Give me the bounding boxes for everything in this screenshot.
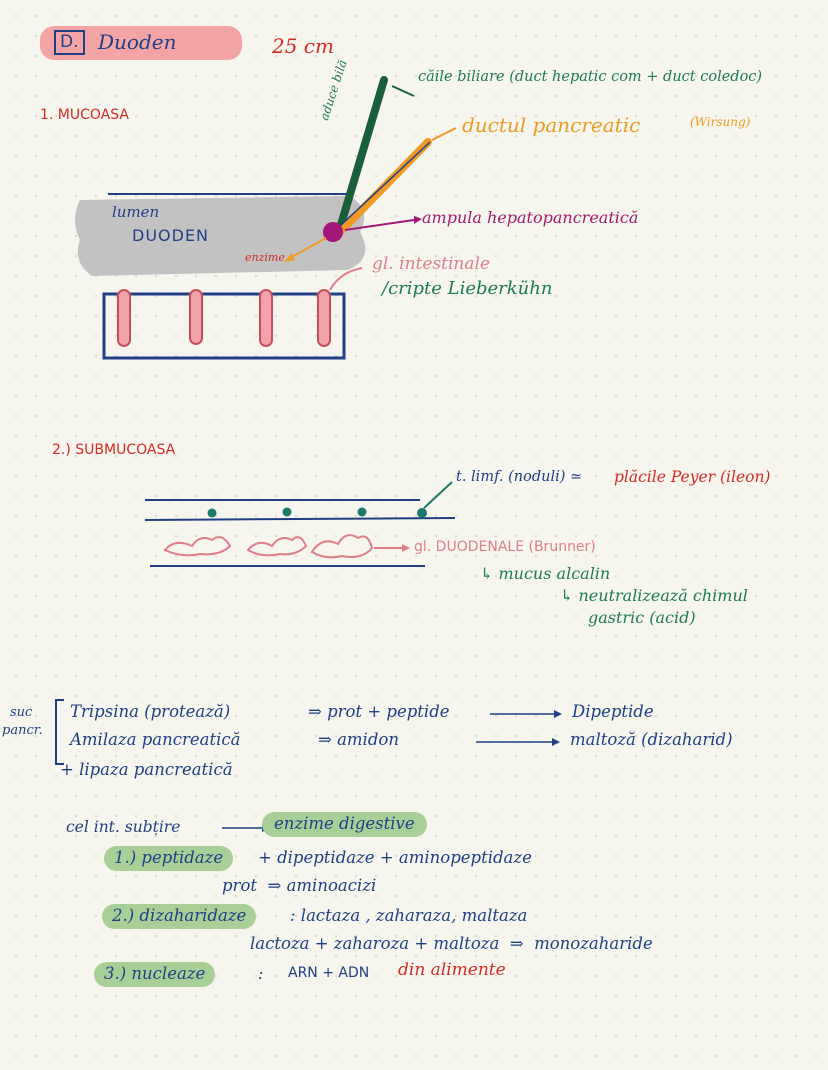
row-1-product: Dipeptide: [572, 702, 654, 721]
ampulla: [323, 222, 343, 242]
pancreatic-duct-pointer: [431, 127, 457, 141]
peptidaze-label: 1.) peptidaze: [104, 846, 234, 871]
peptidaze-rest: + dipeptidaze + aminopeptidaze: [258, 848, 532, 867]
brunner-glands: [163, 534, 374, 559]
submucoasa-heading: 2.) SUBMUCOASA: [52, 442, 176, 458]
row-1-arrowhead: [554, 710, 562, 718]
gl-intestinale-label: gl. intestinale: [372, 254, 490, 274]
gl-duodenale-label: gl. DUODENALE (Brunner): [414, 539, 596, 555]
lymph-nodules: [207, 507, 427, 518]
ampulla-arrowhead: [414, 216, 422, 224]
ampula-label: ampula hepatopancreatică: [422, 208, 639, 227]
nucleaze-source: din alimente: [398, 960, 506, 980]
ductul-pancreatic-label: ductul pancreatic: [462, 113, 641, 137]
suc-bracket: [55, 699, 64, 765]
title-box: D.: [54, 30, 85, 55]
title-length: 25 cm: [272, 34, 334, 58]
row-2-arrowhead: [552, 738, 560, 746]
title-word: Duoden: [98, 30, 177, 54]
nodule: [282, 507, 292, 517]
enzime-label: enzime: [245, 251, 285, 264]
suc-label: suc: [10, 705, 33, 720]
crypts: [117, 289, 331, 347]
nucleaze-label: 3.) nucleaze: [94, 962, 216, 987]
row-2-enzyme: Amilaza pancreatică: [70, 730, 241, 749]
nucleaze-colon: :: [258, 964, 264, 983]
crypt: [259, 289, 273, 347]
gland: [310, 534, 374, 559]
gastric-label: gastric (acid): [588, 608, 696, 627]
gland: [163, 536, 232, 557]
duoden-label: DUODEN: [132, 226, 210, 245]
peptidaze-reaction: prot ⇒ aminoacizi: [222, 876, 377, 895]
lipaza-label: + lipaza pancreatică: [60, 760, 233, 779]
gland-pointer: [329, 267, 363, 291]
row-1-substrate: ⇒ prot + peptide: [308, 702, 450, 721]
gland-arrowhead: [402, 544, 410, 552]
placi-peyer-label: plăcile Peyer (ileon): [614, 468, 771, 486]
nodule: [207, 508, 217, 518]
ampulla-arrow: [344, 219, 415, 231]
intestinal-wall: [102, 292, 346, 360]
dizaharidaze-label: 2.) dizaharidaze: [102, 904, 257, 929]
dizaharidaze-rest: : lactaza , zaharaza, maltaza: [290, 906, 528, 925]
dizaharidaze-reaction: lactoza + zaharoza + maltoza ⇒ monozahar…: [250, 934, 653, 953]
bile-duct: [336, 76, 388, 232]
row-2-substrate: ⇒ amidon: [318, 730, 399, 749]
row-1-enzyme: Tripsina (protează): [70, 702, 231, 721]
crypt: [189, 289, 203, 345]
bile-duct-pointer: [391, 85, 415, 97]
cripte-label: /cripte Lieberkühn: [382, 278, 553, 299]
crypt: [117, 289, 131, 347]
nodule: [417, 508, 427, 518]
submucosa-line-2: [144, 517, 456, 521]
nodule: [357, 507, 367, 517]
caile-biliare-label: căile biliare (duct hepatic com + duct c…: [418, 69, 763, 85]
intestin-intro: cel int. subțire: [66, 818, 181, 836]
nucleaze-substrate: ARN + ADN: [288, 965, 370, 981]
enzime-digestive-label: enzime digestive: [262, 812, 427, 837]
row-2-product: maltoză (dizaharid): [570, 730, 733, 749]
nodule-pointer: [423, 481, 453, 509]
neutralizeaza-label: ↳ neutralizează chimul: [560, 586, 748, 605]
tesut-limfatic-label: t. limf. (noduli) ≃: [456, 469, 583, 485]
gland: [246, 536, 308, 557]
mucoasa-heading: 1. MUCOASA: [40, 107, 129, 123]
pancr-label: pancr.: [2, 723, 43, 738]
enzime-arrowhead: [284, 253, 295, 262]
crypt: [317, 289, 331, 347]
mucus-label: ↳ mucus alcalin: [480, 564, 611, 583]
lumen-label: lumen: [112, 203, 160, 221]
wirsung-label: (Wirsung): [690, 115, 751, 129]
pancreatic-duct-outline: [339, 141, 431, 227]
enzime-arrow: [289, 237, 327, 259]
